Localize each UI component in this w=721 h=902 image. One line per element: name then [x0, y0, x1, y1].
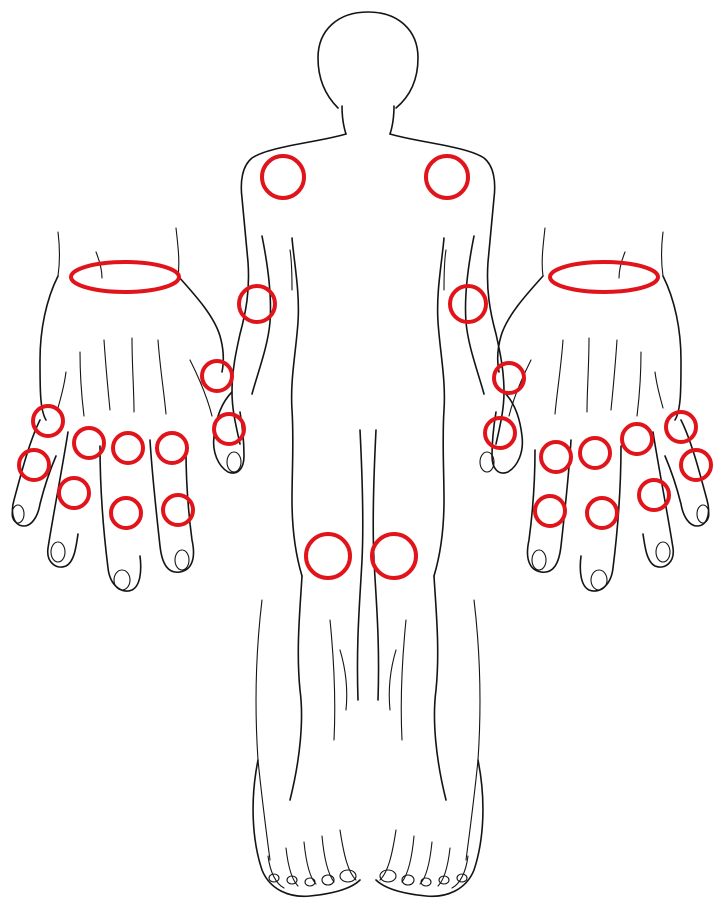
- marker-right-shoulder: [426, 156, 468, 198]
- marker-left-hand-mcp-2: [74, 428, 104, 458]
- right-foot: [376, 760, 483, 896]
- neck: [342, 106, 346, 134]
- joint-markers: [19, 156, 711, 578]
- marker-left-shoulder: [262, 156, 304, 198]
- marker-right-wrist: [494, 363, 524, 393]
- marker-left-knee: [306, 534, 350, 578]
- right-body-hand: [492, 392, 522, 473]
- marker-right-knee: [372, 534, 416, 578]
- marker-left-hand-wrist-band: [71, 262, 179, 292]
- marker-left-hand-mcp-3: [113, 433, 143, 463]
- marker-right-hand-mcp-3: [580, 438, 610, 468]
- marker-right-hand-mcp-2: [622, 424, 652, 454]
- marker-right-hand-pip-4: [535, 496, 565, 526]
- right-hand-drawing: [480, 228, 709, 591]
- marker-right-hand-wrist-band: [550, 262, 658, 292]
- torso-right: [390, 134, 504, 444]
- left-body-hand: [214, 392, 244, 473]
- marker-left-hand-pip-2: [59, 478, 89, 508]
- marker-left-thumb-body: [214, 414, 244, 444]
- marker-left-hand-pip-3: [111, 498, 141, 528]
- left-hand-drawing: [12, 228, 241, 591]
- marker-left-hand-mcp-1: [33, 406, 63, 436]
- marker-left-hand-mcp-4: [157, 433, 187, 463]
- marker-right-hand-mcp-1: [666, 412, 696, 442]
- marker-left-wrist: [202, 361, 232, 391]
- marker-right-hand-pip-1: [681, 450, 711, 480]
- left-foot: [253, 760, 360, 896]
- marker-right-hand-mcp-4: [541, 442, 571, 472]
- marker-left-elbow: [239, 286, 275, 322]
- body-figure: [214, 12, 523, 896]
- marker-right-elbow: [450, 286, 486, 322]
- marker-right-hand-pip-3: [587, 498, 617, 528]
- head: [318, 12, 418, 108]
